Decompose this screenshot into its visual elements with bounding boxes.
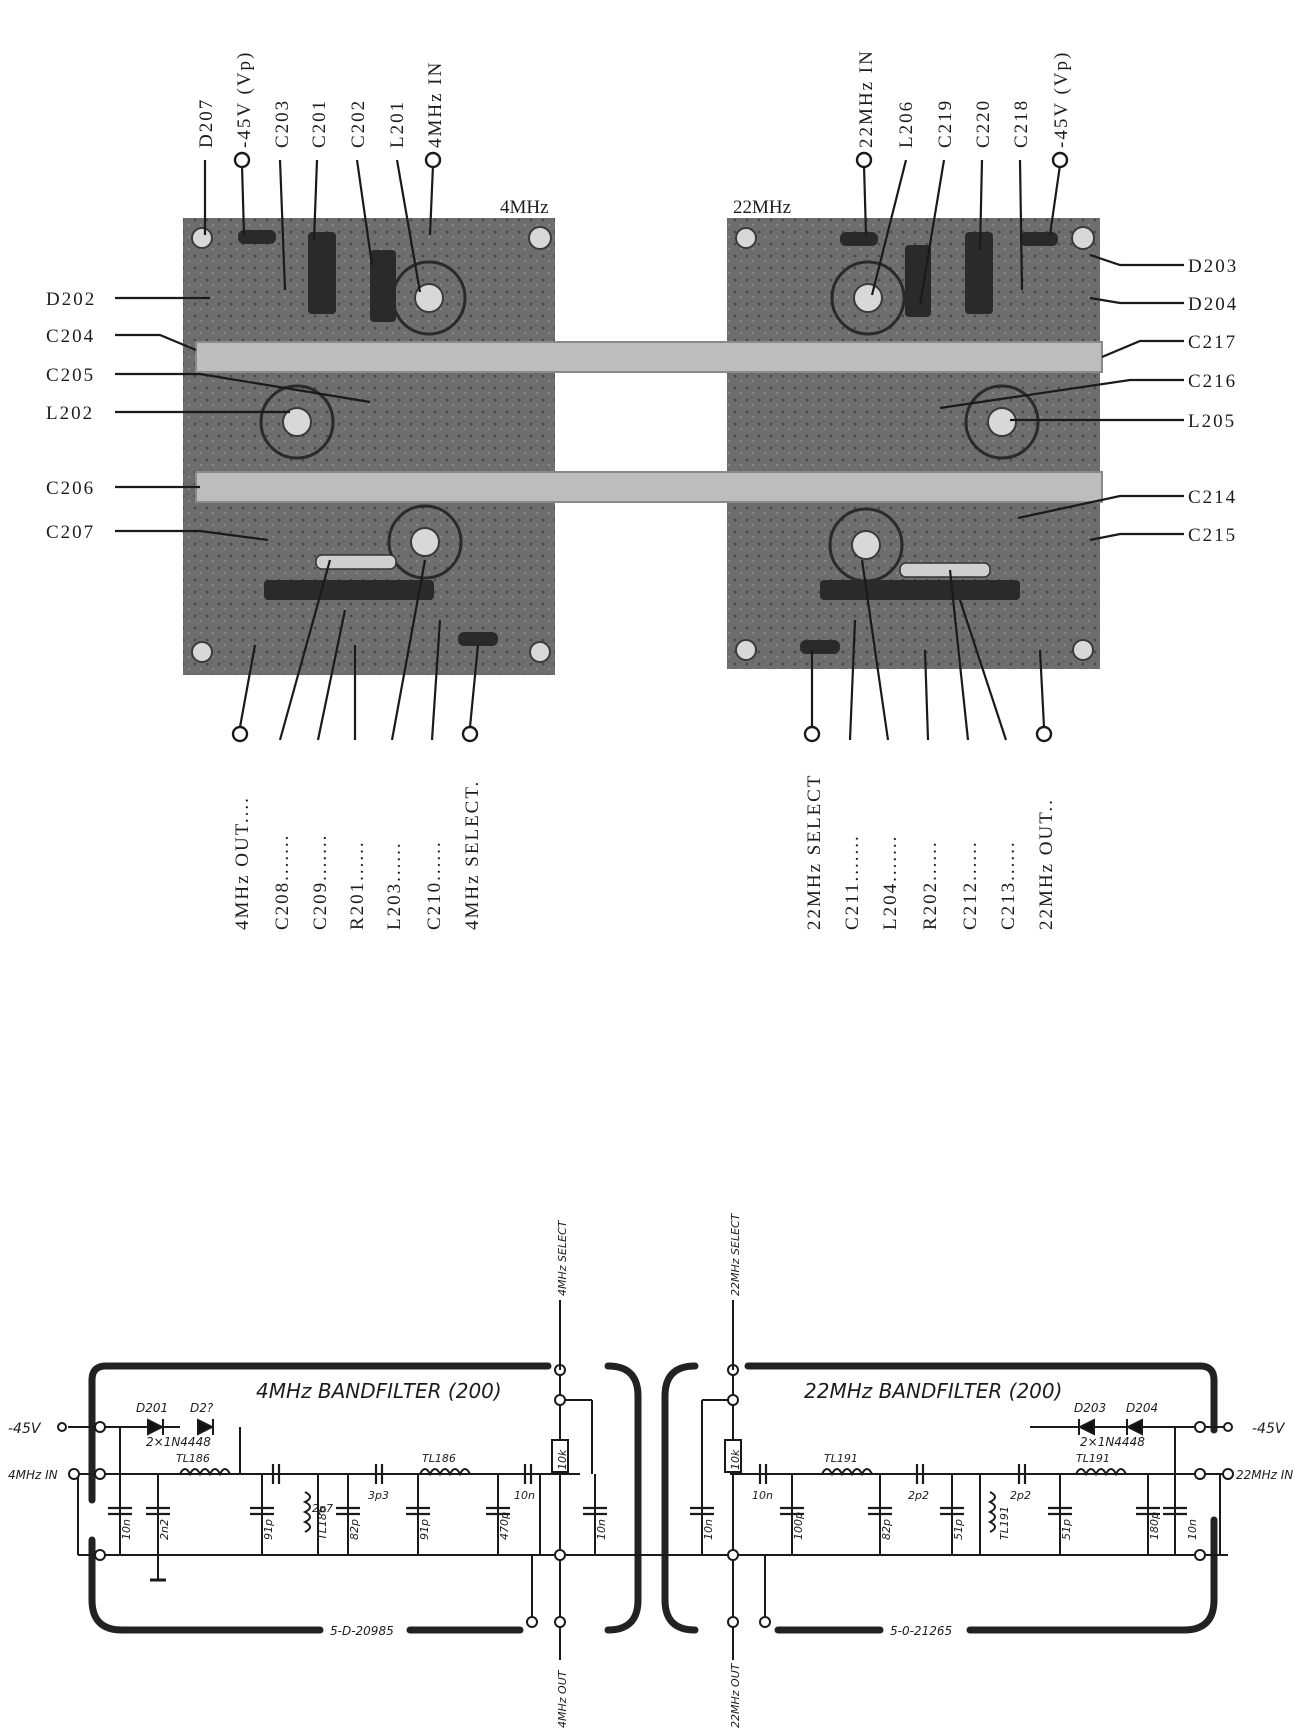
part-label: 10k bbox=[729, 1449, 742, 1470]
serial-right: 5-0-21265 bbox=[890, 1624, 952, 1638]
side-label-right: D203 bbox=[1188, 256, 1238, 277]
part-label: 2p7 bbox=[312, 1502, 333, 1515]
side-label-left: C205 bbox=[46, 365, 95, 386]
side-label-right: C215 bbox=[1188, 525, 1237, 546]
support-bar-bottom bbox=[195, 471, 1103, 503]
part-label: 470p bbox=[498, 1512, 511, 1540]
bottom-label-right: C212...... bbox=[960, 840, 981, 930]
part-label: 10k bbox=[556, 1449, 569, 1470]
top-label-right: L206 bbox=[896, 100, 917, 148]
shield-22mhz bbox=[661, 1362, 1218, 1634]
serial-left: 5-D-20985 bbox=[330, 1624, 394, 1638]
part-label: 51p bbox=[1060, 1519, 1073, 1540]
input-label-right: 22MHz IN bbox=[1236, 1468, 1293, 1482]
bottom-label-left: 4MHz OUT.... bbox=[232, 796, 253, 930]
top-label-left: C202 bbox=[348, 99, 369, 148]
top-label-left: D207 bbox=[196, 98, 217, 148]
top-label-left: -45V (Vp) bbox=[234, 51, 255, 148]
part-label: 91p bbox=[262, 1519, 275, 1540]
part-label: TL191 bbox=[1076, 1452, 1110, 1465]
side-label-right: C217 bbox=[1188, 332, 1237, 353]
bottom-label-left: 4MHz SELECT. bbox=[462, 780, 483, 930]
top-label-right: 22MHz IN bbox=[856, 49, 877, 148]
bottom-label-left: R201...... bbox=[347, 840, 368, 930]
top-label-right: -45V (Vp) bbox=[1051, 51, 1072, 148]
bottom-label-right: C211....... bbox=[842, 834, 863, 930]
top-label-left: 4MHz IN bbox=[425, 61, 446, 148]
top-label-right: C218 bbox=[1011, 99, 1032, 148]
bottom-label-right: 22MHz SELECT bbox=[804, 774, 825, 930]
supply-label-left: -45V bbox=[8, 1421, 42, 1437]
part-label: 3p3 bbox=[368, 1489, 389, 1502]
part-label: TL191 bbox=[998, 1506, 1011, 1540]
bottom-label-left: L203...... bbox=[384, 841, 405, 930]
top-label-left: C201 bbox=[309, 99, 330, 148]
select-label-left: 4MHz SELECT bbox=[556, 1219, 569, 1296]
part-label: 10n bbox=[752, 1489, 773, 1502]
bottom-label-left: C208....... bbox=[272, 834, 293, 930]
diode-label: D204 bbox=[1126, 1401, 1158, 1415]
bottom-label-right: L204....... bbox=[880, 835, 901, 930]
input-label-left: 4MHz IN bbox=[8, 1468, 58, 1482]
side-label-left: C204 bbox=[46, 326, 95, 347]
side-label-left: L202 bbox=[46, 403, 94, 424]
diode-type-label: 2×1N4448 bbox=[146, 1435, 211, 1449]
output-label-right: 22MHz OUT bbox=[729, 1662, 742, 1728]
side-label-right: D204 bbox=[1188, 294, 1238, 315]
top-label-right: C219 bbox=[935, 99, 956, 148]
pcb-photo: 4MHz 22MHz bbox=[46, 49, 1238, 930]
part-label: TL186 bbox=[176, 1452, 210, 1465]
side-label-left: C206 bbox=[46, 478, 95, 499]
diode-type-label: 2×1N4448 bbox=[1080, 1435, 1145, 1449]
part-label: TL191 bbox=[824, 1452, 858, 1465]
board-4mhz bbox=[183, 218, 555, 675]
part-label: 10n bbox=[514, 1489, 535, 1502]
diode-label: D2? bbox=[190, 1401, 214, 1415]
part-label: 51p bbox=[952, 1519, 965, 1540]
supply-label-right: -45V bbox=[1252, 1421, 1286, 1437]
side-label-left: C207 bbox=[46, 522, 95, 543]
part-label: TL186 bbox=[316, 1506, 329, 1540]
side-label-right: C214 bbox=[1188, 487, 1237, 508]
part-label: 180p bbox=[1148, 1512, 1161, 1540]
schematic-title-4mhz: 4MHz BANDFILTER (200) bbox=[256, 1379, 502, 1403]
part-label: 82p bbox=[880, 1519, 893, 1540]
diode-label: D203 bbox=[1074, 1401, 1106, 1415]
bottom-label-left: C209....... bbox=[310, 834, 331, 930]
diode-label: D201 bbox=[136, 1401, 168, 1415]
bottom-label-right: R202...... bbox=[920, 840, 941, 930]
top-label-left: C203 bbox=[272, 99, 293, 148]
bottom-label-left: C210...... bbox=[424, 840, 445, 930]
side-label-right: L205 bbox=[1188, 411, 1236, 432]
support-bar-top bbox=[195, 341, 1103, 373]
schematic-title-22mhz: 22MHz BANDFILTER (200) bbox=[804, 1379, 1062, 1403]
part-label: 100p bbox=[792, 1512, 805, 1540]
part-label: 2p2 bbox=[1010, 1489, 1031, 1502]
top-label-left: L201 bbox=[387, 100, 408, 148]
side-label-left: D202 bbox=[46, 289, 96, 310]
part-label: 2n2 bbox=[158, 1519, 171, 1540]
part-label: 10n bbox=[120, 1519, 133, 1540]
top-label-right: C220 bbox=[973, 99, 994, 148]
bottom-label-right: 22MHz OUT.. bbox=[1036, 798, 1057, 930]
shield-4mhz bbox=[88, 1362, 642, 1634]
part-label: 91p bbox=[418, 1519, 431, 1540]
part-label: 10n bbox=[1186, 1519, 1199, 1540]
part-label: 10n bbox=[702, 1519, 715, 1540]
part-label: TL186 bbox=[422, 1452, 456, 1465]
part-label: 10n bbox=[595, 1519, 608, 1540]
output-label-left: 4MHz OUT bbox=[556, 1669, 569, 1728]
board-22mhz-title: 22MHz bbox=[733, 197, 791, 218]
side-label-right: C216 bbox=[1188, 371, 1237, 392]
part-label: 2p2 bbox=[908, 1489, 929, 1502]
schematic bbox=[57, 1300, 1234, 1660]
select-label-right: 22MHz SELECT bbox=[729, 1212, 742, 1296]
bottom-label-right: C213...... bbox=[998, 840, 1019, 930]
board-4mhz-title: 4MHz bbox=[500, 197, 549, 218]
part-label: 82p bbox=[348, 1519, 361, 1540]
